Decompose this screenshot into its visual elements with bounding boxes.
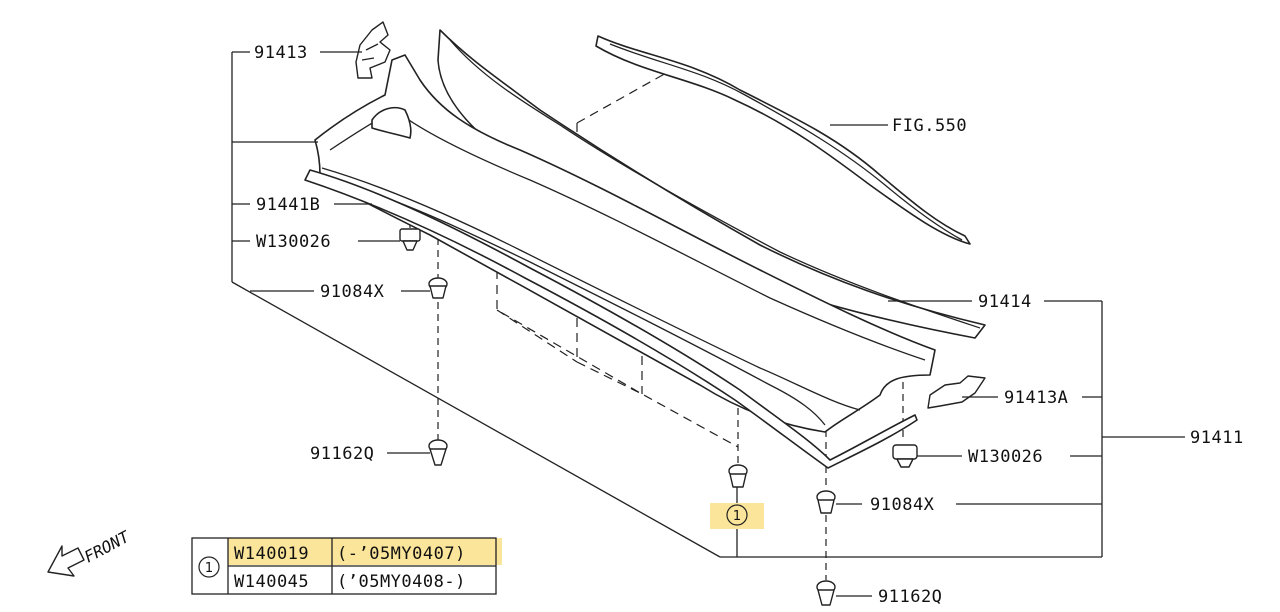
front-label: FRONT [81,527,134,567]
front-arrow-icon [47,545,85,577]
callout-91084x-left: 91084X [320,282,385,302]
callout-fig550: FIG.550 [892,116,967,136]
parts-table: 1 W140019 (-’05MY0407) W140045 (’05MY040… [191,537,497,595]
table-row-2-part: W140045 [234,572,309,592]
table-row-highlight [228,538,502,565]
callout-91414: 91414 [978,292,1032,312]
clip-w130026-right [892,444,918,468]
table-row-1-part: W140019 [234,544,309,564]
callout-w130026-right: W130026 [968,447,1043,467]
clip-91084x-left [428,277,448,299]
ref-callout: 1 [726,504,748,526]
weatherstrip-part [595,35,971,245]
callout-91162q-left: 91162Q [310,444,374,464]
callout-91162q-right: 91162Q [878,587,942,607]
right-bracket-part [927,375,986,409]
left-bracket-part [355,21,391,79]
callout-91084x-right: 91084X [870,495,935,515]
clip-91162q-right [816,580,836,606]
table-ref-number: 1 [205,561,213,576]
ref-callout-number: 1 [733,509,741,524]
clip-w130026-left [399,228,421,251]
callout-91441b: 91441B [256,195,320,215]
callout-91411: 91411 [1190,428,1244,448]
callout-91413: 91413 [254,43,308,63]
cowl-panel-part [304,29,986,469]
clip-ref1 [728,464,748,488]
callout-91413a: 91413A [1004,388,1068,408]
table-row-1-range: (-’05MY0407) [337,544,466,564]
clip-91162q-left [428,439,448,466]
callout-w130026-left: W130026 [256,232,331,252]
table-row-2-range: (’05MY0408-) [337,572,466,592]
leader-lines [231,51,1185,597]
front-indicator: FRONT [47,527,134,577]
clip-91084x-right [816,490,836,514]
